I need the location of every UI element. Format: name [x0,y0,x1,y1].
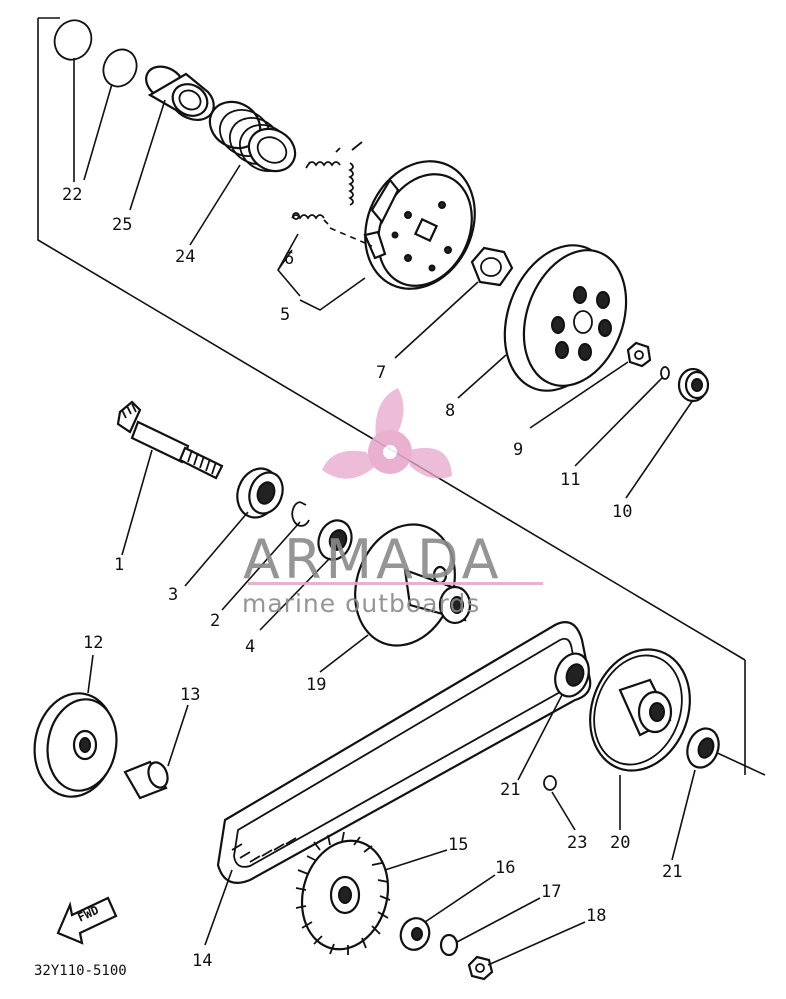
callout-7: 7 [376,363,386,383]
small-spring-part-6 [291,212,329,225]
callout-8: 8 [445,401,455,421]
callout-12: 12 [83,633,103,653]
callout-24: 24 [175,247,195,267]
callout-18: 18 [586,906,606,926]
callout-10: 10 [612,502,632,522]
callout-21-lower: 21 [662,862,682,882]
callout-23: 23 [567,833,587,853]
leader-lines [73,58,696,966]
callout-15: 15 [448,835,468,855]
diagram-code: 32Y110-5100 [34,963,127,979]
callout-11: 11 [560,470,580,490]
clutch-housing-part-8 [503,244,628,392]
bearing-part-10 [677,367,710,403]
dashed-axis [329,227,373,247]
callout-20: 20 [610,833,630,853]
callout-16: 16 [495,858,515,878]
watermark-subtitle: marine outboards [242,589,480,618]
bearing-part-3 [236,467,284,519]
washer-part-11 [660,366,670,380]
callout-22: 22 [62,185,82,205]
callout-3: 3 [168,585,178,605]
callout-1: 1 [114,555,124,575]
clutch-carrier-part-5 [363,160,476,290]
watermark-brand: ARMADA [243,528,503,591]
callout-19: 19 [306,675,326,695]
propeller-logo-icon [322,388,452,479]
callout-5: 5 [280,305,290,325]
nut-part-18 [467,955,494,981]
callout-14: 14 [192,951,212,971]
callout-21-upper: 21 [500,780,520,800]
callout-6: 6 [284,249,294,269]
callout-4: 4 [245,637,255,657]
watermark: ARMADA marine outboards [242,388,543,618]
v-belt-part-14 [216,621,592,884]
pin-part-23 [543,775,557,791]
callout-9: 9 [513,440,523,460]
callout-numbers: 22 25 24 6 5 7 8 9 11 10 1 3 2 4 19 12 1… [62,185,682,971]
circlip-part-2 [291,501,310,527]
assembly-frame [37,17,746,775]
small-spring-b [348,141,363,206]
nut-part-16 [399,917,431,951]
small-spring-a [305,147,341,169]
collar-part-25 [145,65,215,121]
callout-17: 17 [541,882,561,902]
callout-25: 25 [112,215,132,235]
washer-part-17 [439,933,459,957]
bearing-part-21-lower [686,727,720,769]
o-ring-part-22 [53,19,138,88]
primary-shaft-part-1 [116,400,224,480]
nut-part-7 [470,246,514,287]
sleeve-part-13 [123,760,169,800]
movable-sheave-part-12 [33,692,118,798]
secondary-sheave-part-20 [589,648,691,772]
watermark-rule [248,582,543,585]
fwd-arrow-icon: FWD [56,896,118,945]
spring-part-24 [208,100,297,173]
nut-part-9 [626,341,652,368]
bearing-part-21-upper [554,652,590,698]
callout-2: 2 [210,611,220,631]
fan-part-15 [295,831,391,955]
callout-13: 13 [180,685,200,705]
